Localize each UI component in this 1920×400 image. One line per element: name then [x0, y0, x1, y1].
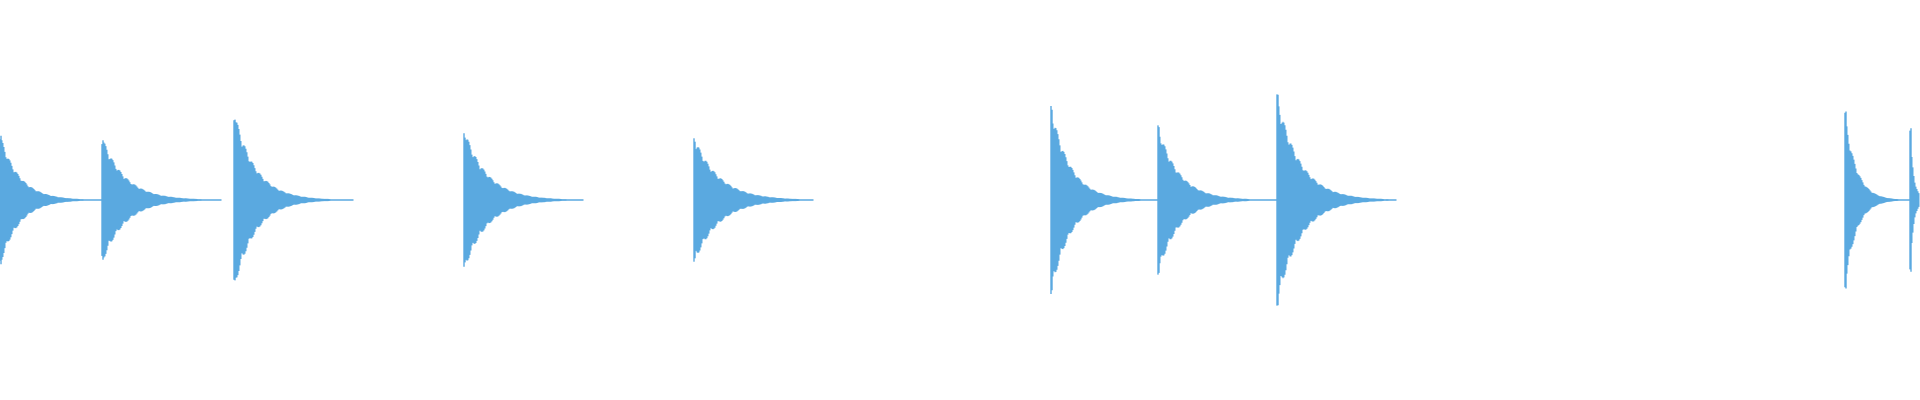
- waveform-hit: [233, 119, 354, 281]
- waveform-hit: [101, 140, 222, 260]
- waveform-hit: [463, 133, 584, 267]
- waveform-hit: [1157, 125, 1278, 275]
- waveform-hit: [1276, 94, 1397, 306]
- waveform-hit: [1050, 106, 1171, 294]
- waveform-hit: [0, 135, 120, 265]
- waveform-hit: [1844, 111, 1920, 289]
- waveform-hit: [1909, 128, 1920, 272]
- waveform-hit: [693, 138, 814, 262]
- waveform-hits: [0, 94, 1920, 306]
